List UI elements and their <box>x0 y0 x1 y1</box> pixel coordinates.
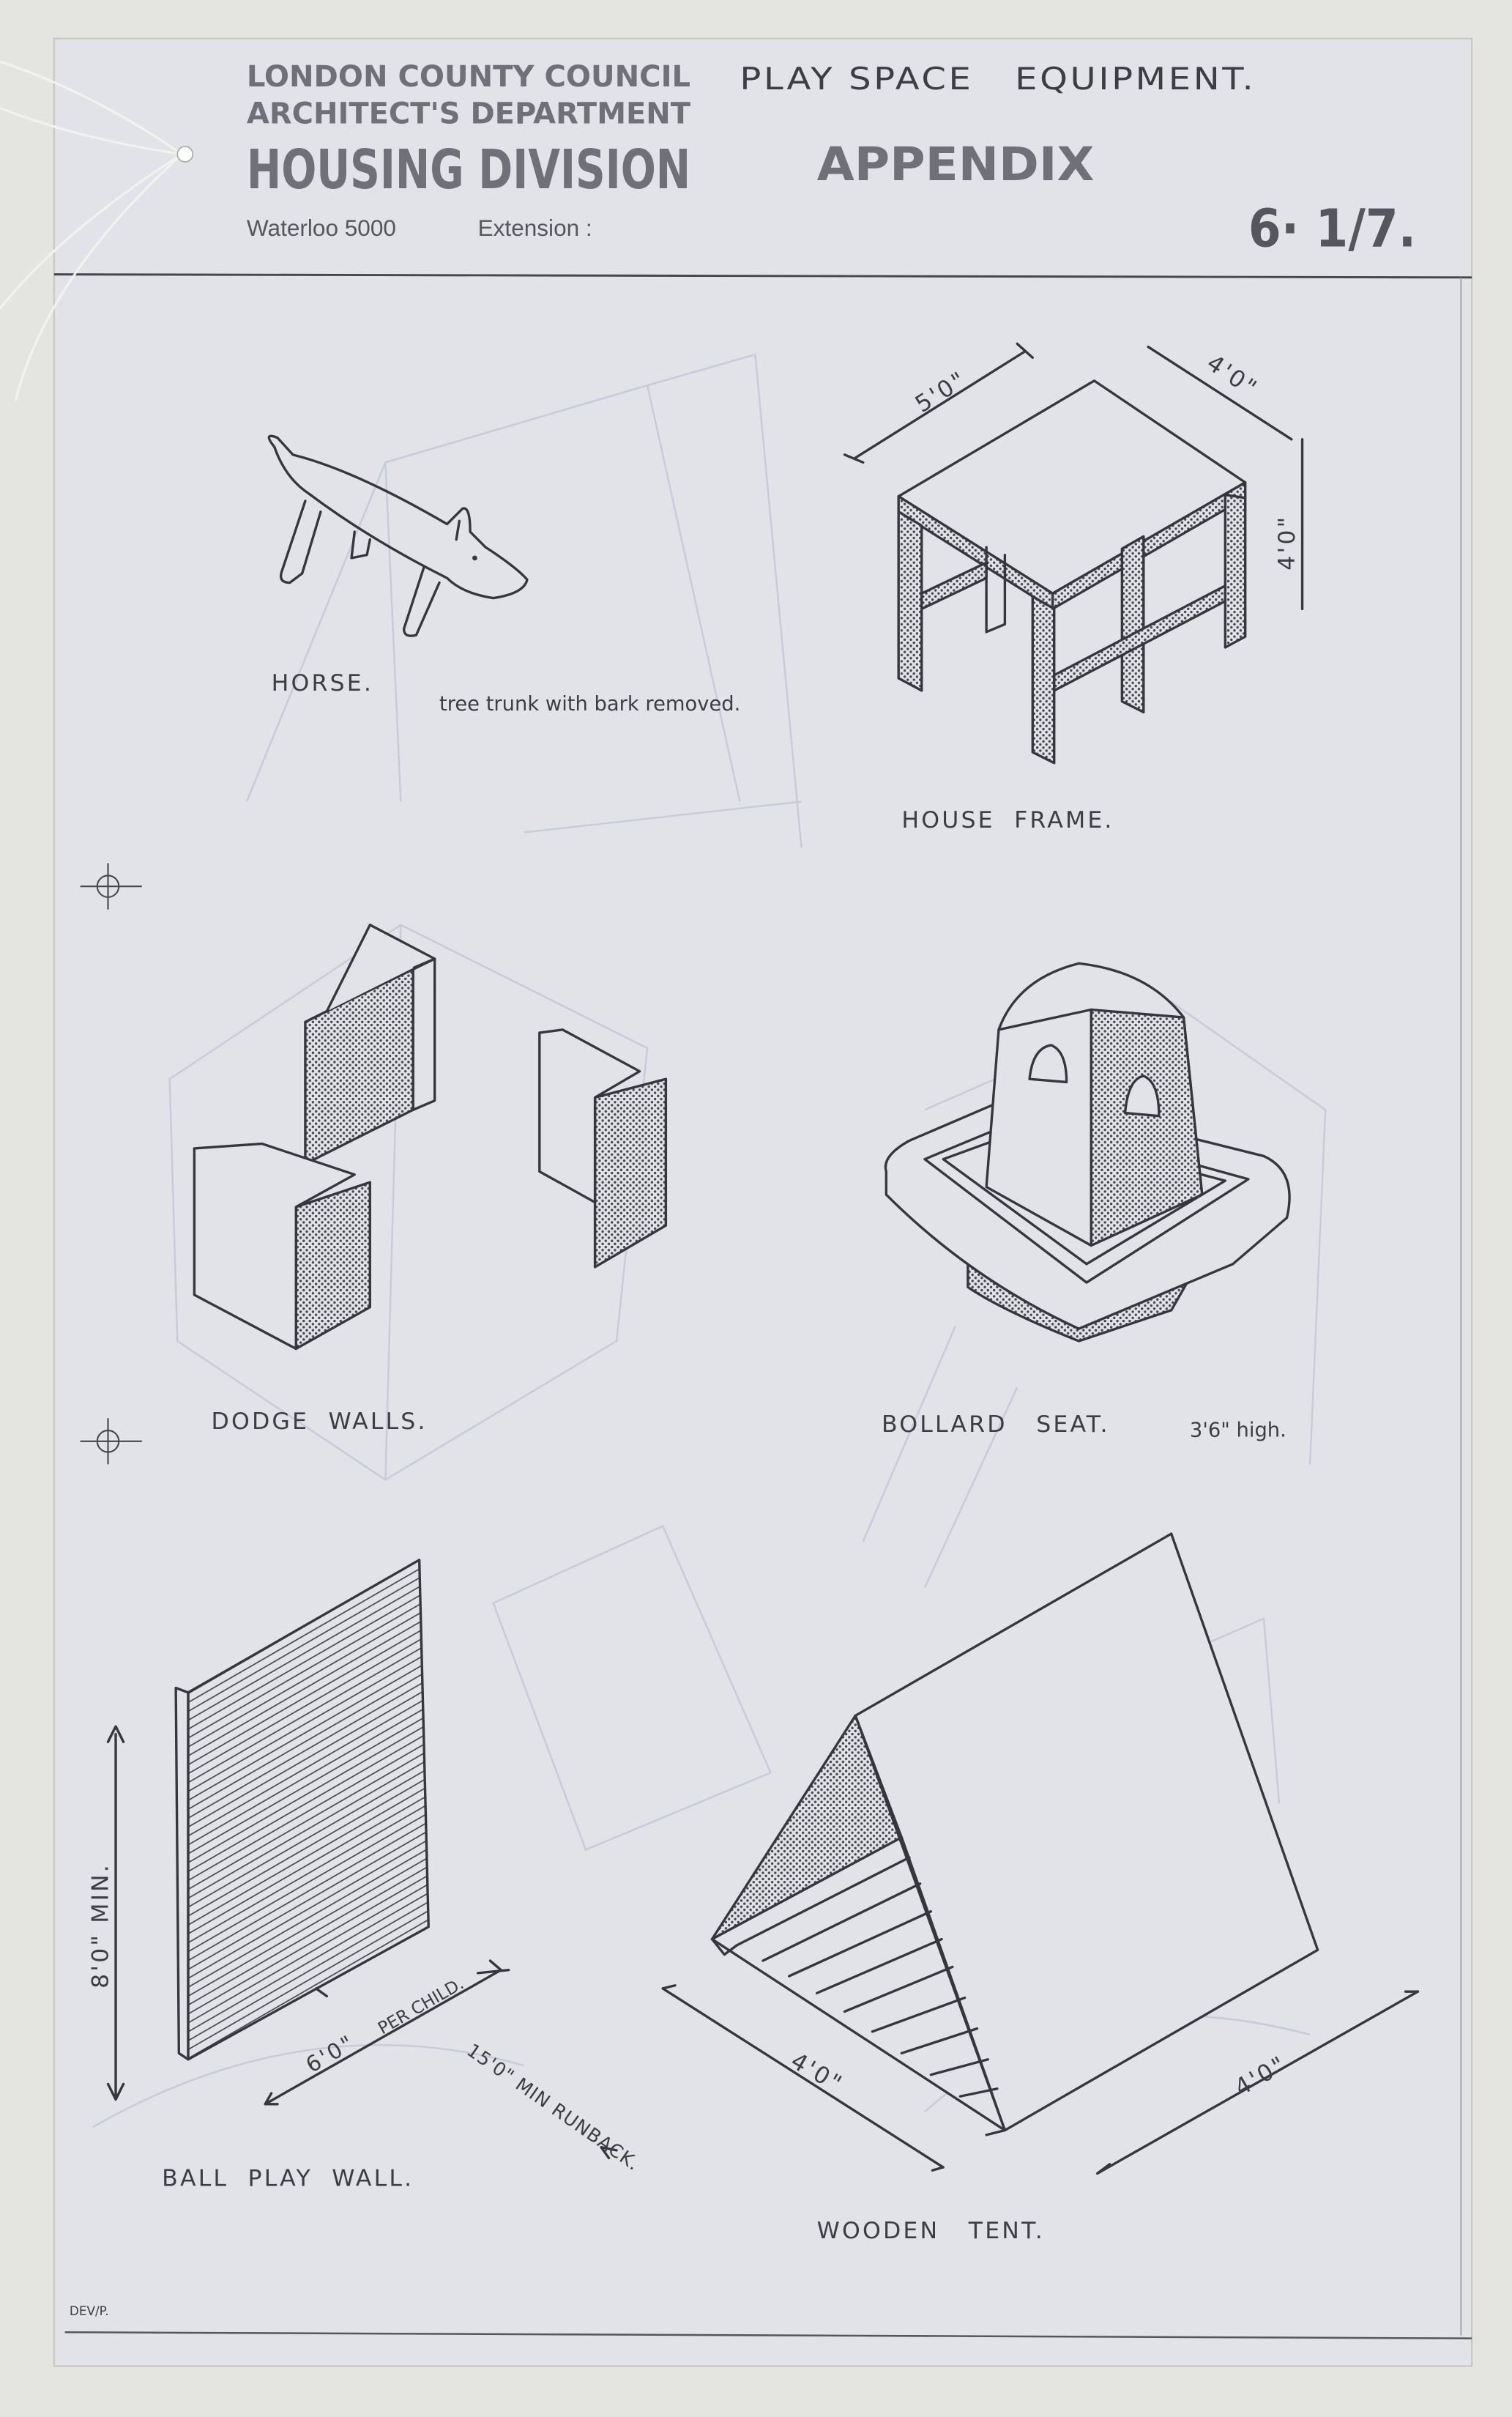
string-tie <box>0 60 194 401</box>
dodge-walls-label: DODGE WALLS. <box>212 1408 428 1435</box>
horse-label: HORSE. <box>272 670 373 697</box>
wooden-tent-label: WOODEN TENT. <box>817 2218 1045 2244</box>
house-frame-height-dim: 4'0" <box>1274 515 1300 571</box>
bollard-seat-note: 3'6" high. <box>1190 1419 1286 1441</box>
extension-label: Extension : <box>478 215 592 241</box>
wooden-tent-drawing <box>661 1532 1420 2175</box>
sheet-number: 6· 1/7. <box>1248 198 1416 259</box>
bollard-seat-label: BOLLARD SEAT. <box>882 1411 1110 1438</box>
dodge-walls-drawing <box>193 924 668 1351</box>
org-line2: ARCHITECT'S DEPARTMENT <box>247 97 691 130</box>
house-frame-drawing <box>843 342 1304 765</box>
sheet-title: PLAY SPACE EQUIPMENT. <box>740 61 1256 97</box>
bollard-seat-drawing <box>884 962 1291 1343</box>
org-line1: LONDON COUNTY COUNCIL <box>247 60 690 94</box>
registration-mark <box>80 1418 142 1465</box>
horse-note: tree trunk with bark removed. <box>439 693 740 716</box>
ball-play-wall-label: BALL PLAY WALL. <box>162 2165 414 2191</box>
phone-number: Waterloo 5000 <box>247 215 396 241</box>
registration-mark <box>80 863 142 910</box>
appendix-title: APPENDIX <box>817 137 1095 191</box>
division-title: HOUSING DIVISION <box>247 139 690 201</box>
header-divider <box>53 273 1472 279</box>
bottom-border <box>64 2331 1472 2339</box>
house-frame-label: HOUSE FRAME. <box>901 807 1114 833</box>
ball-wall-height-dim: 8'0" MIN. <box>88 1863 114 1989</box>
drawing-reference: DEV/P. <box>70 2303 109 2318</box>
horse-drawing <box>267 434 529 637</box>
ball-play-wall-drawing <box>106 1559 618 2160</box>
